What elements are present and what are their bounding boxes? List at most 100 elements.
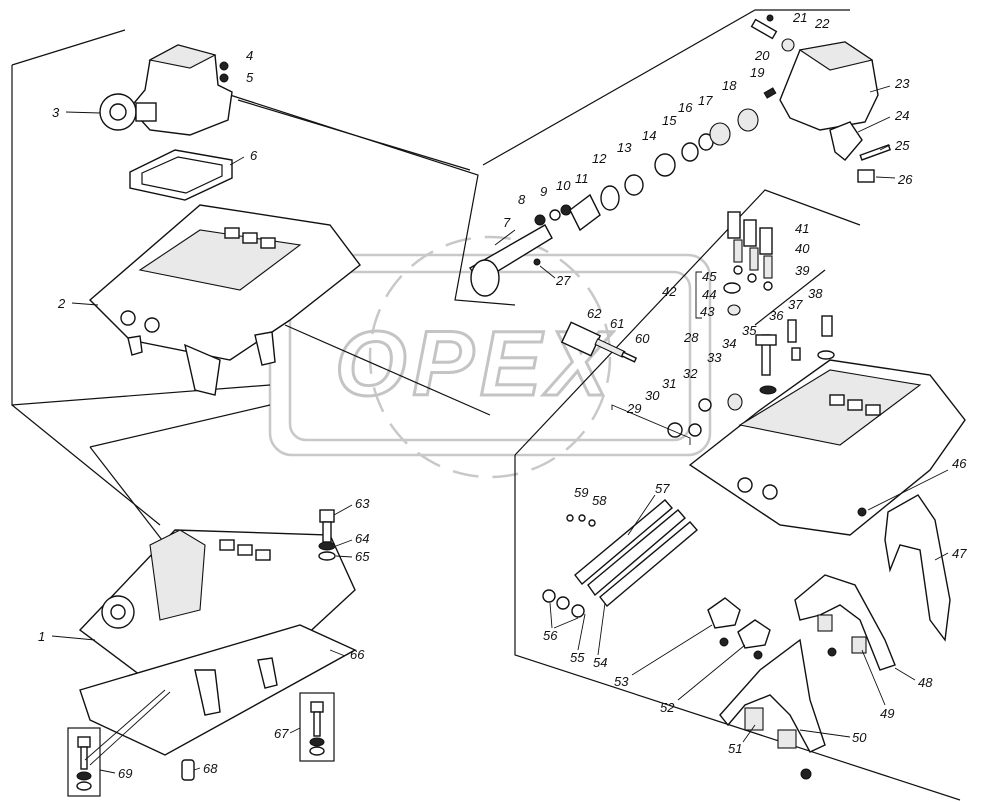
leader-55 xyxy=(577,613,586,651)
callout-62: 62 xyxy=(587,306,602,321)
fork-50 xyxy=(719,638,826,753)
shift-fork-arm xyxy=(194,669,221,716)
washer-67b xyxy=(309,746,325,756)
bolt-67-shank xyxy=(313,711,321,737)
shift-rails xyxy=(542,499,698,618)
frame-line xyxy=(284,324,491,416)
pad-49 xyxy=(851,636,867,654)
cover-slot xyxy=(237,544,253,556)
shift-fork-arm xyxy=(254,331,276,366)
cover-slot xyxy=(224,227,240,239)
washer-69 xyxy=(76,771,92,781)
bolt-67-head xyxy=(310,701,324,713)
callout-6: 6 xyxy=(250,148,258,163)
gearbox-cover-right xyxy=(688,359,966,536)
callout-65: 65 xyxy=(355,549,370,564)
gearbox-cover-assembly-2 xyxy=(88,204,361,396)
sleeve-41 xyxy=(727,211,741,239)
pin-36 xyxy=(787,319,797,343)
fork-47 xyxy=(884,494,951,642)
callout-2: 2 xyxy=(57,296,66,311)
spring-17 xyxy=(709,122,731,146)
spring-40b xyxy=(749,247,759,271)
ball-21 xyxy=(766,14,774,22)
shift-housing-23 xyxy=(779,41,892,183)
plug-32 xyxy=(698,398,712,412)
callout-57: 57 xyxy=(655,481,670,496)
callout-22: 22 xyxy=(814,16,830,31)
callout-38: 38 xyxy=(808,286,823,301)
leader-3 xyxy=(65,111,101,114)
callout-34: 34 xyxy=(722,336,736,351)
cover-right-body xyxy=(688,359,966,536)
ring-13 xyxy=(624,174,644,196)
cover-right-top xyxy=(738,369,922,446)
lever-housing-1 xyxy=(149,529,206,621)
frame-line xyxy=(482,9,850,166)
leader-2 xyxy=(71,302,99,306)
callout-63: 63 xyxy=(355,496,370,511)
callout-39: 39 xyxy=(795,263,809,278)
callout-53: 53 xyxy=(614,674,629,689)
nut-22 xyxy=(781,38,795,52)
callout-17: 17 xyxy=(698,93,713,108)
block-53 xyxy=(707,597,741,629)
leader-23 xyxy=(869,85,891,93)
cap-44 xyxy=(723,282,741,294)
callout-23: 23 xyxy=(894,76,910,91)
block-52 xyxy=(737,619,771,649)
leader-1 xyxy=(51,635,96,641)
screw-53 xyxy=(719,637,729,647)
sleeve-41b xyxy=(743,219,757,247)
leader-53 xyxy=(631,624,713,676)
cover-slot xyxy=(865,404,881,416)
pin-58 xyxy=(588,519,596,527)
bolt-38 xyxy=(821,315,833,337)
frame-line xyxy=(11,404,161,526)
callout-59: 59 xyxy=(574,485,588,500)
leader-51 xyxy=(742,724,756,743)
callout-30: 30 xyxy=(645,388,660,403)
leader-63 xyxy=(333,504,353,516)
watermark-text: OPEX xyxy=(335,313,615,415)
callout-18: 18 xyxy=(722,78,737,93)
leader-24 xyxy=(857,116,891,133)
frame-line xyxy=(754,269,826,326)
pin-60 xyxy=(620,351,638,363)
leader-6 xyxy=(229,156,245,166)
ring-15 xyxy=(681,142,699,162)
callout-67: 67 xyxy=(274,726,289,741)
bolt-set-69 xyxy=(67,727,101,797)
bolt-69-shank xyxy=(80,746,88,770)
frame-line xyxy=(89,446,163,541)
frame-line xyxy=(237,99,471,171)
callout-20: 20 xyxy=(754,48,770,63)
callout-4: 4 xyxy=(246,48,253,63)
leader-27 xyxy=(539,265,556,279)
cover-slot xyxy=(255,549,271,561)
leader-65 xyxy=(335,555,353,558)
screw-48 xyxy=(827,647,837,657)
pin-37 xyxy=(791,347,801,361)
callout-36: 36 xyxy=(769,308,784,323)
callout-19: 19 xyxy=(750,65,764,80)
leader-25 xyxy=(879,144,891,151)
washer-64 xyxy=(318,541,336,551)
gasket-6-inner xyxy=(141,156,223,194)
callout-8: 8 xyxy=(518,192,526,207)
callout-21: 21 xyxy=(792,10,807,25)
leader-46 xyxy=(867,469,949,511)
callout-15: 15 xyxy=(662,113,677,128)
callout-43: 43 xyxy=(700,304,715,319)
leader-26 xyxy=(875,176,896,179)
callout-54: 54 xyxy=(593,655,607,670)
callout-14: 14 xyxy=(642,128,656,143)
callout-42: 42 xyxy=(662,284,677,299)
fork-48 xyxy=(794,574,896,671)
bolt-20 xyxy=(750,18,778,40)
callout-58: 58 xyxy=(592,493,607,508)
callout-56: 56 xyxy=(543,628,558,643)
callout-3: 3 xyxy=(52,105,60,120)
leader-52 xyxy=(677,644,746,701)
callout-41: 41 xyxy=(795,221,809,236)
